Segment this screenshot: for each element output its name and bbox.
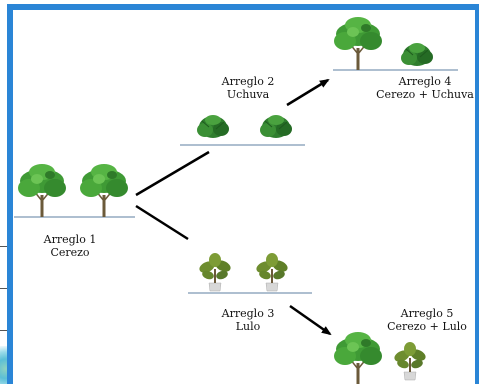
node-subtitle: Cerezo + Uchuva bbox=[376, 88, 474, 101]
shrub-icon bbox=[259, 114, 293, 139]
arrow-2-to-4 bbox=[286, 78, 330, 107]
external-rule-line bbox=[0, 246, 8, 247]
node-subtitle: Cerezo bbox=[50, 246, 90, 259]
node-label-arreglo5: Arreglo 5 Cerezo + Lulo bbox=[377, 307, 477, 333]
node-title: Arreglo 4 bbox=[398, 75, 452, 88]
node-title: Arreglo 5 bbox=[400, 307, 454, 320]
potted-plant-icon bbox=[197, 252, 233, 292]
node-label-arreglo1: Arreglo 1 Cerezo bbox=[38, 233, 102, 259]
tree-icon bbox=[333, 331, 383, 384]
shrub-icon bbox=[196, 114, 230, 139]
external-rule-line bbox=[0, 288, 8, 289]
connector-line-1-to-3 bbox=[135, 204, 189, 241]
arrow-3-to-5 bbox=[289, 304, 332, 336]
node-subtitle: Lulo bbox=[235, 320, 261, 333]
node-title: Arreglo 3 bbox=[221, 307, 275, 320]
potted-plant-icon bbox=[254, 252, 290, 292]
node-title: Arreglo 1 bbox=[43, 233, 97, 246]
external-rule-line bbox=[0, 330, 8, 331]
node-subtitle: Cerezo + Lulo bbox=[387, 320, 467, 333]
node-subtitle: Uchuva bbox=[226, 88, 270, 101]
potted-plant-icon bbox=[392, 341, 428, 381]
shrub-icon bbox=[400, 42, 434, 67]
node-label-arreglo4: Arreglo 4 Cerezo + Uchuva bbox=[371, 75, 479, 101]
tree-icon bbox=[79, 163, 129, 218]
node-title: Arreglo 2 bbox=[221, 75, 275, 88]
node-label-arreglo3: Arreglo 3 Lulo bbox=[212, 307, 284, 333]
node-label-arreglo2: Arreglo 2 Uchuva bbox=[212, 75, 284, 101]
tree-icon bbox=[17, 163, 67, 218]
connector-line-1-to-2 bbox=[135, 150, 210, 197]
tree-icon bbox=[333, 16, 383, 71]
